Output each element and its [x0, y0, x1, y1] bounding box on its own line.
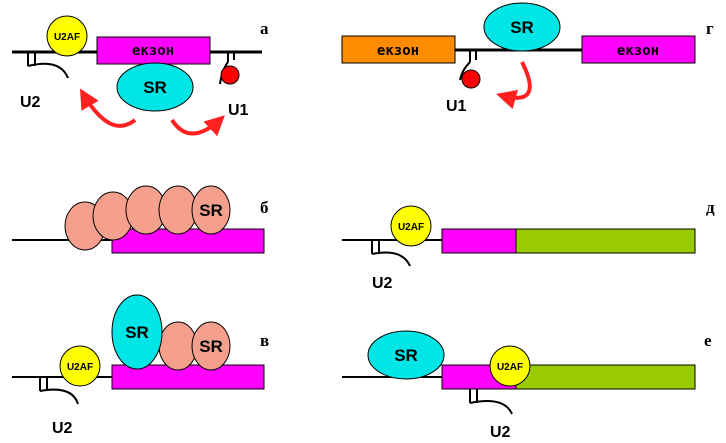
u2af-factor: [59, 345, 101, 387]
u2-snrna: [27, 52, 69, 79]
exon-box-upstream: [341, 35, 456, 64]
u2-label: U2: [20, 94, 41, 111]
u1-label: U1: [446, 98, 467, 115]
panel-label-v: в: [260, 331, 269, 350]
sr-label: SR: [394, 346, 418, 365]
u2-label: U2: [372, 275, 393, 292]
sr-protein: [367, 330, 445, 380]
panel-e: SR U2AF U2 е: [342, 330, 712, 441]
u1-factor: [461, 69, 481, 89]
u1-factor: [220, 65, 240, 85]
u2af-label: U2AF: [497, 362, 523, 373]
panel-label-e: е: [704, 331, 712, 350]
u2af-factor: [46, 15, 88, 57]
u2-label: U2: [52, 420, 73, 437]
u2-label: U2: [490, 424, 511, 441]
recruit-arrow: [496, 61, 532, 110]
sr-protein-salmon: [191, 185, 231, 235]
sr-protein-salmon: [158, 321, 198, 371]
panel-label-b: б: [260, 198, 269, 217]
panel-v: U2AF SR SR U2 в: [12, 294, 269, 437]
panel-b: SR б: [12, 185, 269, 254]
exon-label: екзон: [132, 43, 174, 59]
panel-d: U2AF U2 д: [342, 198, 715, 292]
u1-label: U1: [228, 102, 249, 119]
sr-label: SR: [125, 323, 149, 342]
sr-protein-salmon: [191, 321, 231, 371]
u2-snrna: [469, 389, 513, 415]
u2af-label: U2AF: [67, 362, 93, 373]
downstream-exon-box: [515, 228, 696, 254]
u2af-factor: [390, 205, 432, 247]
sr-protein: [116, 62, 194, 112]
recruit-arrow-left: [79, 88, 137, 128]
sr-protein: [483, 2, 561, 52]
sr-label: SR: [143, 78, 167, 97]
sr-label: SR: [199, 201, 223, 220]
sr-protein-salmon: [158, 185, 198, 235]
sr-protein: [111, 294, 163, 370]
u2af-label: U2AF: [54, 32, 80, 43]
panel-label-d: д: [706, 198, 715, 217]
exon-box: [441, 228, 517, 254]
panel-g: екзон екзон SR U1 г: [341, 2, 714, 115]
u2-snrna: [371, 240, 411, 267]
u2af-label: U2AF: [398, 222, 424, 233]
panel-label-a: а: [260, 19, 269, 38]
downstream-exon-box: [515, 364, 696, 390]
panel-label-g: г: [706, 19, 714, 38]
u2-snrna: [39, 377, 79, 405]
sr-label: SR: [199, 337, 223, 356]
exon-box: [111, 228, 265, 254]
sr-label: SR: [510, 18, 534, 37]
exon-label: екзон: [617, 43, 659, 59]
u1-snrna: [459, 50, 477, 81]
exon-label: екзон: [377, 43, 419, 59]
exon-box-downstream: [581, 35, 696, 64]
u2af-factor: [489, 345, 531, 387]
panel-a: екзон U2AF SR U2 U1 а: [12, 15, 269, 137]
recruit-arrow-right: [170, 115, 225, 137]
